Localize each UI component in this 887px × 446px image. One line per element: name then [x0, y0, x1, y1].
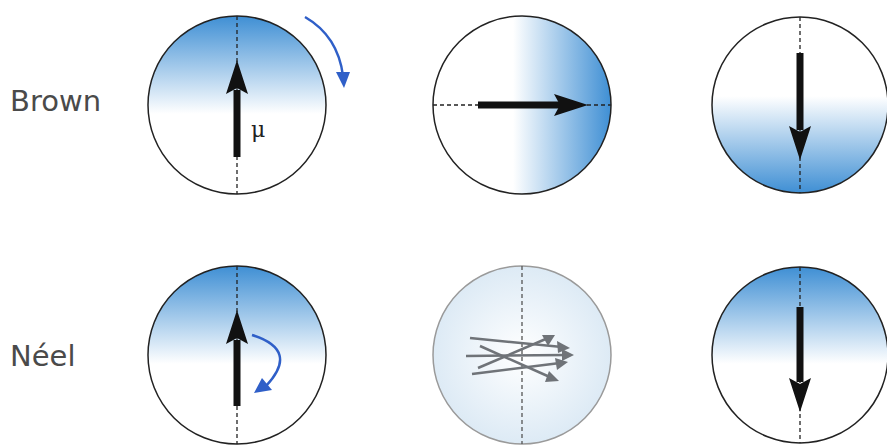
- row-label: Néel: [10, 342, 75, 371]
- particle-brown-1: [148, 16, 326, 194]
- particle-neel-3: [712, 267, 887, 443]
- rotation-arrow: [305, 17, 350, 88]
- particle-neel-2: [433, 266, 611, 444]
- rotation-arrow: [252, 335, 280, 393]
- moment-symbol: μ: [251, 119, 265, 141]
- particle-brown-3: [712, 17, 887, 193]
- row-label: Brown: [10, 87, 101, 116]
- particle-brown-2: [433, 16, 611, 194]
- particle-neel-1: [148, 266, 326, 444]
